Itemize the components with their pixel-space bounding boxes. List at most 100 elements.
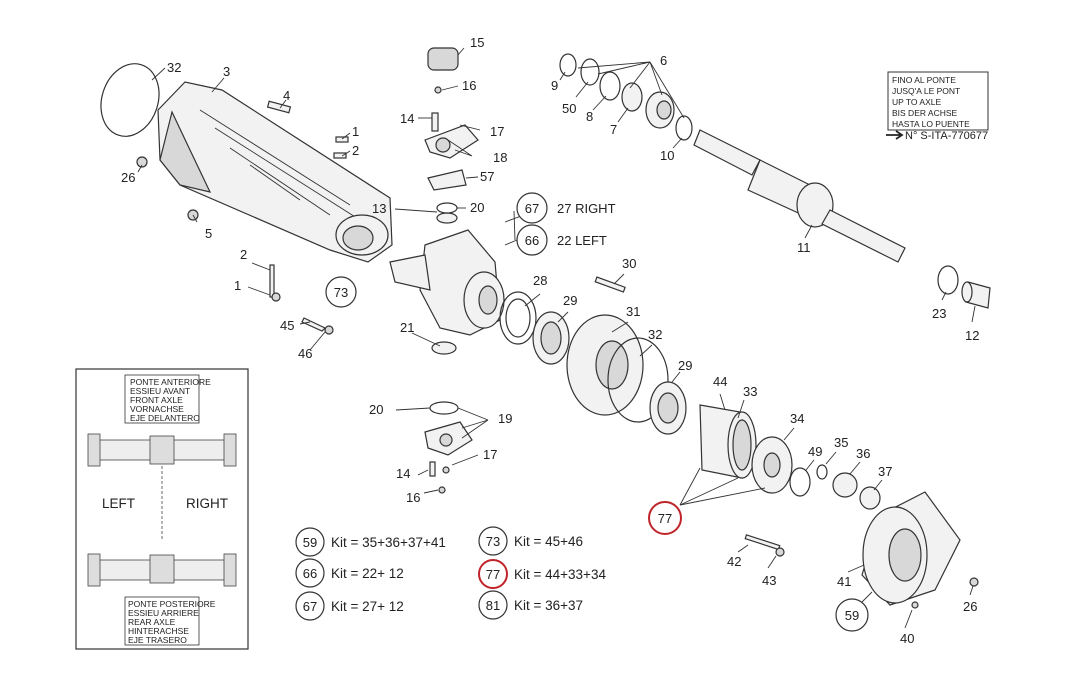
note-line-3: UP TO AXLE [892,97,941,107]
kit-73[interactable]: 73 Kit = 45+46 [478,526,583,556]
side-left-label: 22 LEFT [557,233,607,248]
front-line-2: ESSIEU AVANT [130,386,190,396]
part-37: 37 [878,464,892,479]
kit-73-number: 73 [486,534,500,549]
part-17: 17 [490,124,504,139]
axle-serial-note: FINO AL PONTE JUSQ'A LE PONT UP TO AXLE … [886,71,989,142]
kit-81-number: 81 [486,598,500,613]
rear-line-1: PONTE POSTERIORE [128,599,216,609]
kit-67-number: 67 [303,599,317,614]
front-line-3: FRONT AXLE [130,395,183,405]
hub-assembly[interactable] [499,276,979,609]
drive-shaft-assembly[interactable] [559,53,991,309]
front-line-5: EJE DELANTERO [130,413,200,423]
note-line-2: JUSQ'A LE PONT [892,86,960,96]
side-right-label: 27 RIGHT [557,201,616,216]
rear-line-2: ESSIEU ARRIERE [128,608,199,618]
part-33: 33 [743,384,757,399]
axle-orientation-box: PONTE ANTERIORE ESSIEU AVANT FRONT AXLE … [75,368,249,650]
part-36: 36 [856,446,870,461]
part-2-lower: 2 [240,247,247,262]
note-line-4: BIS DER ACHSE [892,108,958,118]
axle-left-label: LEFT [102,496,135,511]
part-5: 5 [205,226,212,241]
callout-73[interactable]: 73 [325,276,357,308]
part-26-hub: 26 [963,599,977,614]
part-46: 46 [298,346,312,361]
part-19: 19 [498,411,512,426]
part-1: 1 [352,124,359,139]
part-6: 6 [660,53,667,68]
part-20-lower: 20 [369,402,383,417]
front-axle-sketch [87,433,237,540]
note-line-1: FINO AL PONTE [892,75,956,85]
callout-59[interactable]: 59 [835,598,869,632]
callout-66-label: 66 [525,233,539,248]
part-29-hub: 29 [678,358,692,373]
part-41: 41 [837,574,851,589]
callout-67[interactable]: 67 27 RIGHT [504,192,616,224]
kit-77-number: 77 [486,567,500,582]
axle-housing[interactable] [92,56,393,335]
part-49: 49 [808,444,822,459]
part-12: 12 [965,328,979,343]
callout-73-label: 73 [334,285,348,300]
note-serial: N° S-ITA-770677 [905,130,988,142]
kit-66-number: 66 [303,566,317,581]
leader-lines [137,47,976,629]
kit-66[interactable]: 66 Kit = 22+ 12 [295,558,404,588]
rear-axle-sketch [87,553,237,587]
part-30: 30 [622,256,636,271]
part-17-lower: 17 [483,447,497,462]
part-42: 42 [727,554,741,569]
kit-81-text: Kit = 36+37 [514,598,583,613]
kit-legend: 59 Kit = 35+36+37+41 66 Kit = 22+ 12 67 … [295,526,606,621]
part-14: 14 [400,111,414,126]
rear-line-4: HINTERACHSE [128,626,189,636]
part-57: 57 [480,169,494,184]
part-14-lower: 14 [396,466,410,481]
rear-line-5: EJE TRASERO [128,635,187,645]
part-35: 35 [834,435,848,450]
front-line-4: VORNACHSE [130,404,184,414]
kit-59-text: Kit = 35+36+37+41 [331,535,446,550]
part-50: 50 [562,101,576,116]
part-40: 40 [900,631,914,646]
callout-67-label: 67 [525,201,539,216]
callout-59-label: 59 [845,608,859,623]
callout-77-label: 77 [658,511,672,526]
callout-66[interactable]: 66 22 LEFT [504,224,607,256]
kit-59[interactable]: 59 Kit = 35+36+37+41 [295,527,446,557]
part-23: 23 [932,306,946,321]
kit-77-text: Kit = 44+33+34 [514,567,606,582]
part-32: 32 [167,60,181,75]
steering-knuckle[interactable] [389,47,505,494]
part-9: 9 [551,78,558,93]
part-1-lower: 1 [234,278,241,293]
part-21: 21 [400,320,414,335]
kit-77[interactable]: 77 Kit = 44+33+34 [478,559,606,589]
part-44: 44 [713,374,727,389]
note-line-5: HASTA LO PUENTE [892,119,970,129]
rear-line-3: REAR AXLE [128,617,176,627]
part-29: 29 [563,293,577,308]
part-26: 26 [121,170,135,185]
kit-66-text: Kit = 22+ 12 [331,566,404,581]
part-20: 20 [470,200,484,215]
part-4: 4 [283,88,290,103]
part-13: 13 [372,201,386,216]
part-2: 2 [352,143,359,158]
part-16-lower: 16 [406,490,420,505]
kit-67[interactable]: 67 Kit = 27+ 12 [295,591,404,621]
part-11: 11 [797,240,811,255]
part-28: 28 [533,273,547,288]
part-32-hub: 32 [648,327,662,342]
part-45: 45 [280,318,294,333]
arrow-icon [886,130,904,140]
kit-81[interactable]: 81 Kit = 36+37 [478,590,583,620]
kit-67-text: Kit = 27+ 12 [331,599,404,614]
callout-77[interactable]: 77 [648,501,682,535]
axle-right-label: RIGHT [186,496,228,511]
kit-73-text: Kit = 45+46 [514,534,583,549]
